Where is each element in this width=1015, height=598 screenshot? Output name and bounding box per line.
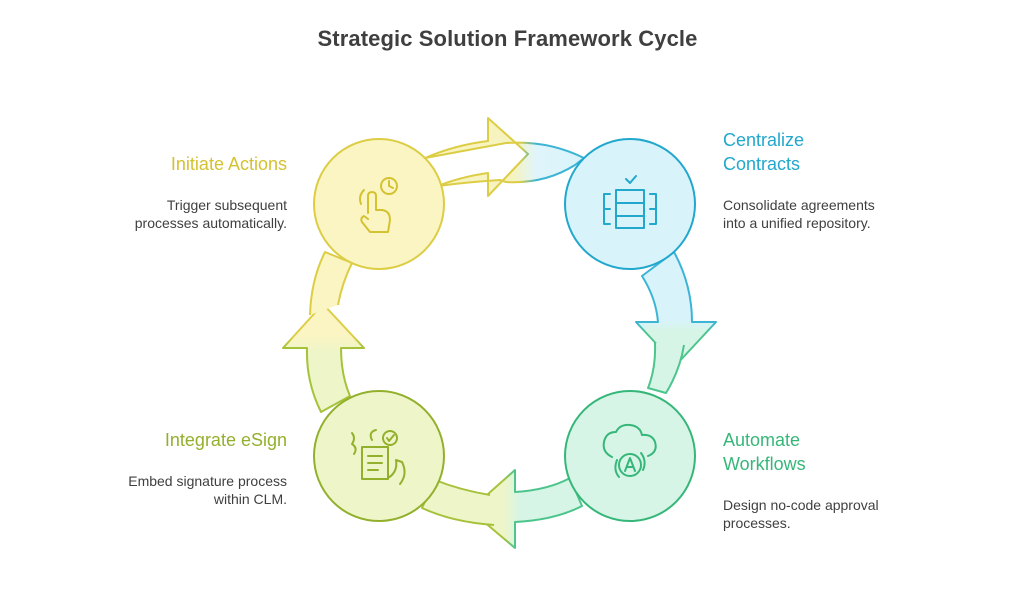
arrow-automate-to-integrate (421, 469, 583, 549)
arrow-centralize-to-automate (635, 251, 717, 394)
step-description-automate: Design no-code approval processes. (723, 497, 879, 531)
step-heading-centralize: Centralize Contracts (723, 130, 805, 174)
step-heading-automate: Automate Workflows (723, 430, 806, 474)
step-heading-integrate: Integrate eSign (164, 430, 287, 450)
step-circle-centralize (564, 138, 696, 270)
step-description-initiate: Trigger subsequent processes automatical… (134, 197, 287, 231)
step-description-integrate: Embed signature process within CLM. (128, 473, 287, 507)
touch-timer-icon (359, 177, 398, 233)
diagram-title: Strategic Solution Framework Cycle (317, 26, 698, 51)
cloud-automation-icon (602, 423, 657, 478)
step-circle-integrate (313, 390, 445, 522)
step-description-centralize: Consolidate agreements into a unified re… (723, 197, 875, 231)
step-heading-initiate: Initiate Actions (170, 154, 287, 174)
arrow-integrate-to-initiate (282, 251, 365, 413)
server-rack-icon (603, 175, 657, 229)
document-signature-icon (351, 429, 406, 485)
step-circle-automate (564, 390, 696, 522)
arrow-initiate-to-centralize (424, 117, 585, 197)
step-circle-initiate (313, 138, 445, 270)
